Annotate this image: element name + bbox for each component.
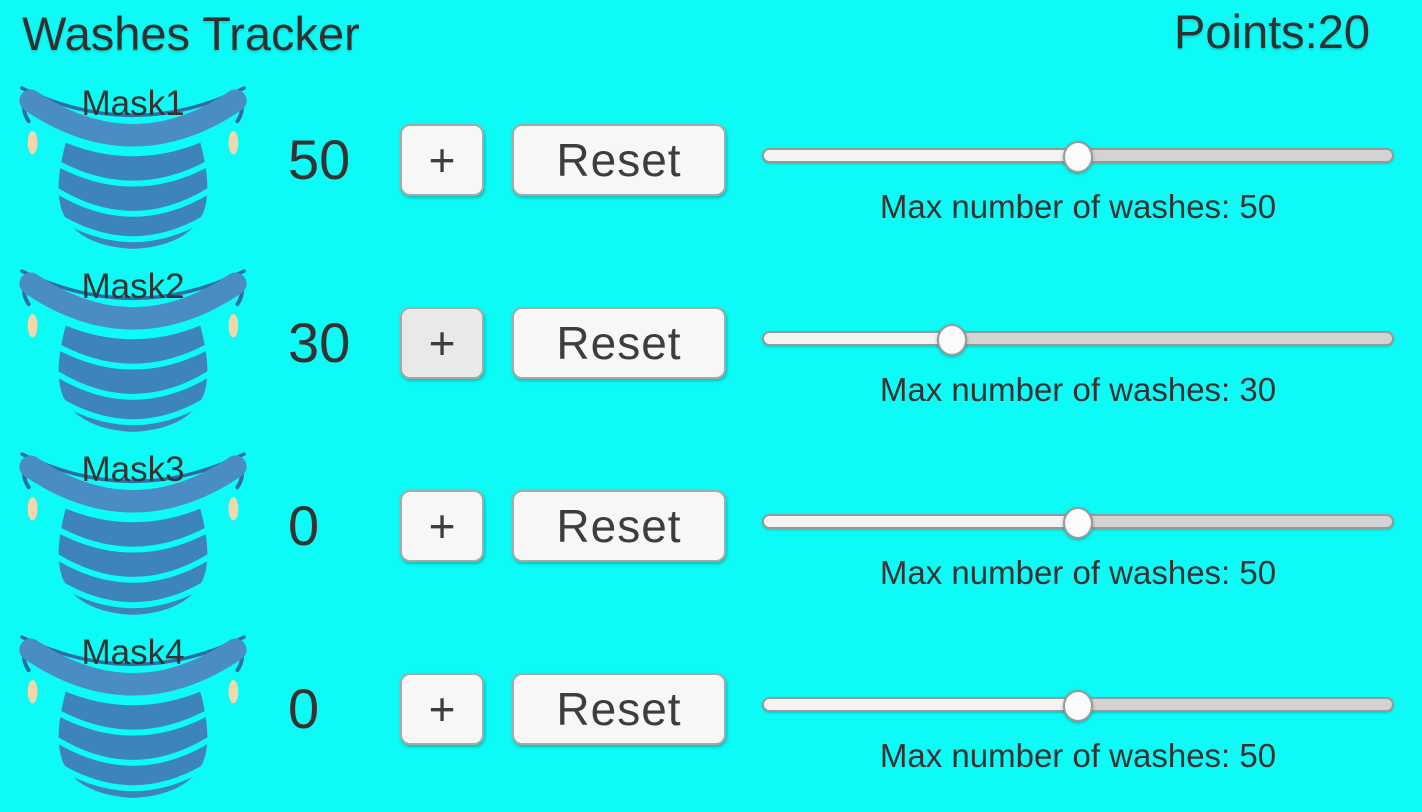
- wash-count-value: 30: [288, 311, 351, 374]
- points-label: Points:: [1174, 5, 1318, 58]
- increment-wash-button[interactable]: +: [400, 307, 484, 379]
- slider-thumb[interactable]: [936, 324, 967, 356]
- max-washes-label: Max number of washes: 50: [879, 737, 1277, 774]
- mask-name-label: Mask1: [81, 84, 185, 123]
- mask-row: Mask3 0 + Reset Max number of washes: 50: [0, 446, 1422, 629]
- mask-illustration: Mask3: [16, 446, 250, 622]
- max-washes-label: Max number of washes: 30: [879, 371, 1277, 408]
- mask-name-label: Mask4: [81, 633, 185, 672]
- page-title: Washes Tracker: [22, 7, 360, 60]
- wash-count-value: 0: [288, 677, 320, 740]
- slider-fill: [764, 150, 1078, 161]
- slider-fill: [764, 516, 1078, 527]
- mask-name-label: Mask3: [81, 450, 185, 489]
- reset-button[interactable]: Reset: [512, 124, 726, 196]
- increment-wash-button[interactable]: +: [400, 673, 484, 745]
- face-mask-icon: [19, 269, 247, 432]
- reset-button[interactable]: Reset: [512, 673, 726, 745]
- face-mask-icon: [19, 452, 247, 615]
- face-mask-icon: [19, 86, 247, 249]
- wash-count-value: 50: [288, 128, 351, 191]
- mask-row: Mask2 30 + Reset Max number of washes: 3…: [0, 263, 1422, 446]
- max-washes-slider[interactable]: [762, 324, 1394, 356]
- slider-fill: [764, 699, 1078, 710]
- max-washes-slider[interactable]: [762, 141, 1394, 173]
- points-display: Points:20: [1174, 4, 1370, 60]
- increment-wash-button[interactable]: +: [400, 124, 484, 196]
- slider-track[interactable]: [762, 331, 1394, 346]
- slider-fill: [764, 333, 953, 344]
- mask-row: Mask4 0 + Reset Max number of washes: 50: [0, 629, 1422, 812]
- mask-name-label: Mask2: [81, 267, 185, 306]
- points-value: 20: [1317, 5, 1370, 58]
- wash-count-value: 0: [288, 494, 320, 557]
- max-washes-slider[interactable]: [762, 507, 1394, 539]
- reset-button[interactable]: Reset: [512, 490, 726, 562]
- max-washes-slider-group: Max number of washes: 50: [762, 80, 1394, 240]
- reset-button[interactable]: Reset: [512, 307, 726, 379]
- max-washes-slider-group: Max number of washes: 50: [762, 629, 1394, 789]
- mask-illustration: Mask4: [16, 629, 250, 805]
- slider-thumb[interactable]: [1063, 690, 1093, 722]
- face-mask-icon: [19, 635, 247, 798]
- slider-thumb[interactable]: [1063, 141, 1093, 173]
- max-washes-slider-group: Max number of washes: 30: [762, 263, 1394, 423]
- slider-thumb[interactable]: [1063, 507, 1093, 539]
- mask-illustration: Mask2: [16, 263, 250, 439]
- increment-wash-button[interactable]: +: [400, 490, 484, 562]
- max-washes-label: Max number of washes: 50: [879, 188, 1277, 225]
- max-washes-slider[interactable]: [762, 690, 1394, 722]
- max-washes-label: Max number of washes: 50: [879, 554, 1277, 591]
- max-washes-slider-group: Max number of washes: 50: [762, 446, 1394, 606]
- mask-illustration: Mask1: [16, 80, 250, 256]
- mask-row: Mask1 50 + Reset Max number of washes: 5…: [0, 80, 1422, 263]
